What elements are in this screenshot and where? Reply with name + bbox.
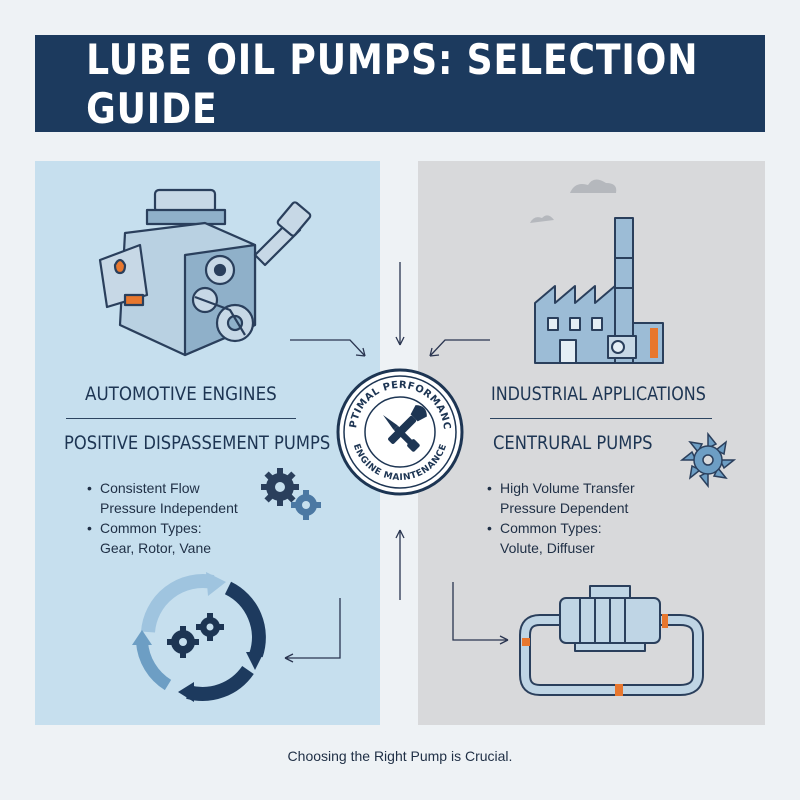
wrench-screwdriver-icon	[383, 405, 427, 452]
list-item: Volute, Diffuser	[500, 540, 595, 556]
left-divider	[66, 418, 296, 419]
list-item: High Volume Transfer	[487, 478, 635, 498]
list-item: Consistent Flow	[87, 478, 238, 498]
cycle-gears-icon	[132, 572, 266, 702]
list-item: Pressure Independent	[100, 500, 238, 516]
list-item: Pressure Dependent	[500, 500, 629, 516]
list-item: Common Types:	[87, 518, 238, 538]
engine-icon	[98, 188, 312, 357]
gears-icon	[261, 468, 321, 520]
factory-icon	[530, 179, 664, 364]
title-banner: LUBE OIL PUMPS: SELECTION GUIDE	[35, 34, 765, 133]
industrial-pump-type: CENTRURAL PUMPS	[493, 432, 653, 454]
automotive-features: Consistent Flow Pressure Independent Com…	[87, 478, 238, 558]
list-item: Common Types:	[487, 518, 635, 538]
page-title: LUBE OIL PUMPS: SELECTION GUIDE	[86, 34, 699, 133]
industrial-features: High Volume Transfer Pressure Dependent …	[487, 478, 635, 558]
automotive-heading: AUTOMOTIVE ENGINES	[85, 383, 277, 405]
pump-piping-icon	[519, 585, 704, 696]
list-item: Gear, Rotor, Vane	[100, 540, 212, 556]
right-divider	[490, 418, 712, 419]
impeller-icon	[679, 431, 737, 489]
industrial-heading: INDUSTRIAL APPLICATIONS	[491, 383, 706, 405]
footer-caption: Choosing the Right Pump is Crucial.	[287, 748, 513, 764]
automotive-pump-type: POSITIVE DISPASSEMENT PUMPS	[64, 432, 331, 454]
